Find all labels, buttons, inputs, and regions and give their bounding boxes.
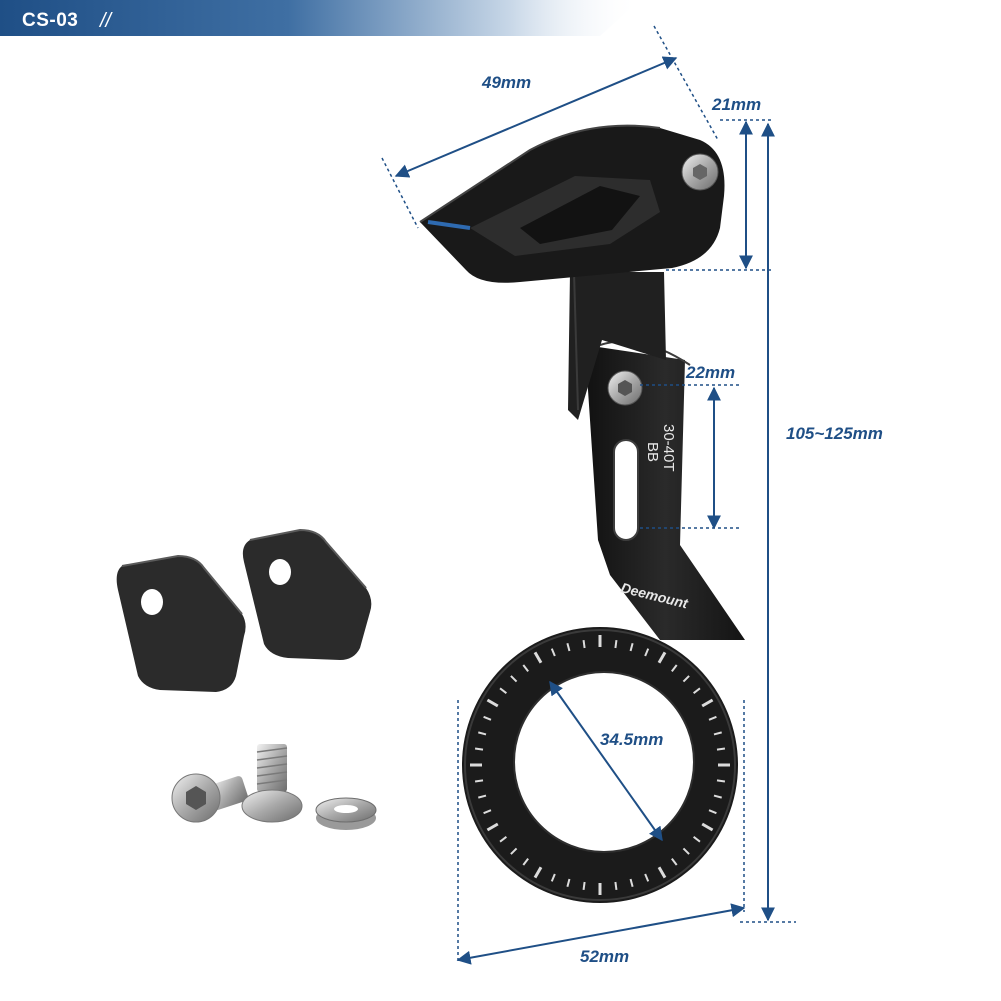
dial-tick	[701, 698, 714, 708]
dial-tick	[682, 675, 690, 683]
dial-tick	[522, 664, 529, 672]
dial-tick	[671, 664, 678, 672]
dial-tick	[708, 715, 717, 721]
dial-tick	[614, 881, 618, 891]
dial-tick	[657, 866, 667, 879]
dim-label-slot-length: 22mm	[685, 363, 735, 382]
dial-tick	[499, 836, 507, 843]
dim-label-ring-outer: 52mm	[580, 947, 629, 966]
header-banner: CS-03 //	[0, 0, 640, 36]
dial-tick	[510, 847, 518, 855]
dial-tick	[629, 878, 634, 887]
dial-tick	[716, 747, 726, 751]
spacer-plate-icon	[116, 554, 246, 692]
dial-tick	[483, 809, 492, 815]
dial-tick	[533, 651, 543, 664]
etch-tooth-range: 30-40T	[660, 424, 677, 472]
dial-tick	[693, 687, 701, 694]
dial-tick	[713, 794, 722, 799]
dial-tick	[499, 687, 507, 694]
dial-tick	[644, 873, 650, 882]
bolt-icon	[241, 744, 303, 823]
dimension-lines	[381, 25, 796, 965]
dial-tick	[682, 847, 690, 855]
dial-tick	[671, 858, 678, 866]
dial-tick	[708, 809, 717, 815]
etch-bb: BB	[644, 442, 661, 462]
dial-tick	[474, 779, 484, 783]
dial-tick	[486, 822, 499, 832]
dial-tick	[474, 747, 484, 751]
dial-tick	[701, 822, 714, 832]
dial-tick	[657, 651, 667, 664]
washer-icon	[315, 797, 377, 830]
chain-guide-product: BB 30-40T Deemount	[419, 124, 745, 903]
dial-tick	[644, 648, 650, 657]
dial-tick	[582, 639, 586, 649]
dial-tick	[510, 675, 518, 683]
model-label: CS-03	[22, 10, 78, 31]
dim-label-top-width: 49mm	[481, 73, 531, 92]
dim-label-ring-inner: 34.5mm	[600, 730, 663, 749]
dial-tick	[566, 878, 571, 887]
dial-tick	[478, 731, 487, 736]
dial-ticks	[470, 635, 730, 895]
dial-tick	[716, 779, 726, 783]
dial-tick	[550, 648, 556, 657]
dial-tick	[566, 643, 571, 652]
dial-tick	[522, 858, 529, 866]
dial-tick	[483, 715, 492, 721]
dial-tick	[478, 794, 487, 799]
dial-tick	[550, 873, 556, 882]
dial-tick	[713, 731, 722, 736]
dial-tick	[629, 643, 634, 652]
button-head-bolt-icon	[171, 773, 249, 823]
spacer-plate-icon	[242, 528, 372, 660]
dim-label-total-height: 105~125mm	[786, 424, 883, 443]
dim-label-guide-height: 21mm	[711, 95, 761, 114]
dial-tick	[693, 836, 701, 843]
dial-tick	[533, 866, 543, 879]
header-divider: //	[98, 10, 114, 32]
dial-tick	[582, 881, 586, 891]
dial-tick	[614, 639, 618, 649]
dial-tick	[486, 698, 499, 708]
